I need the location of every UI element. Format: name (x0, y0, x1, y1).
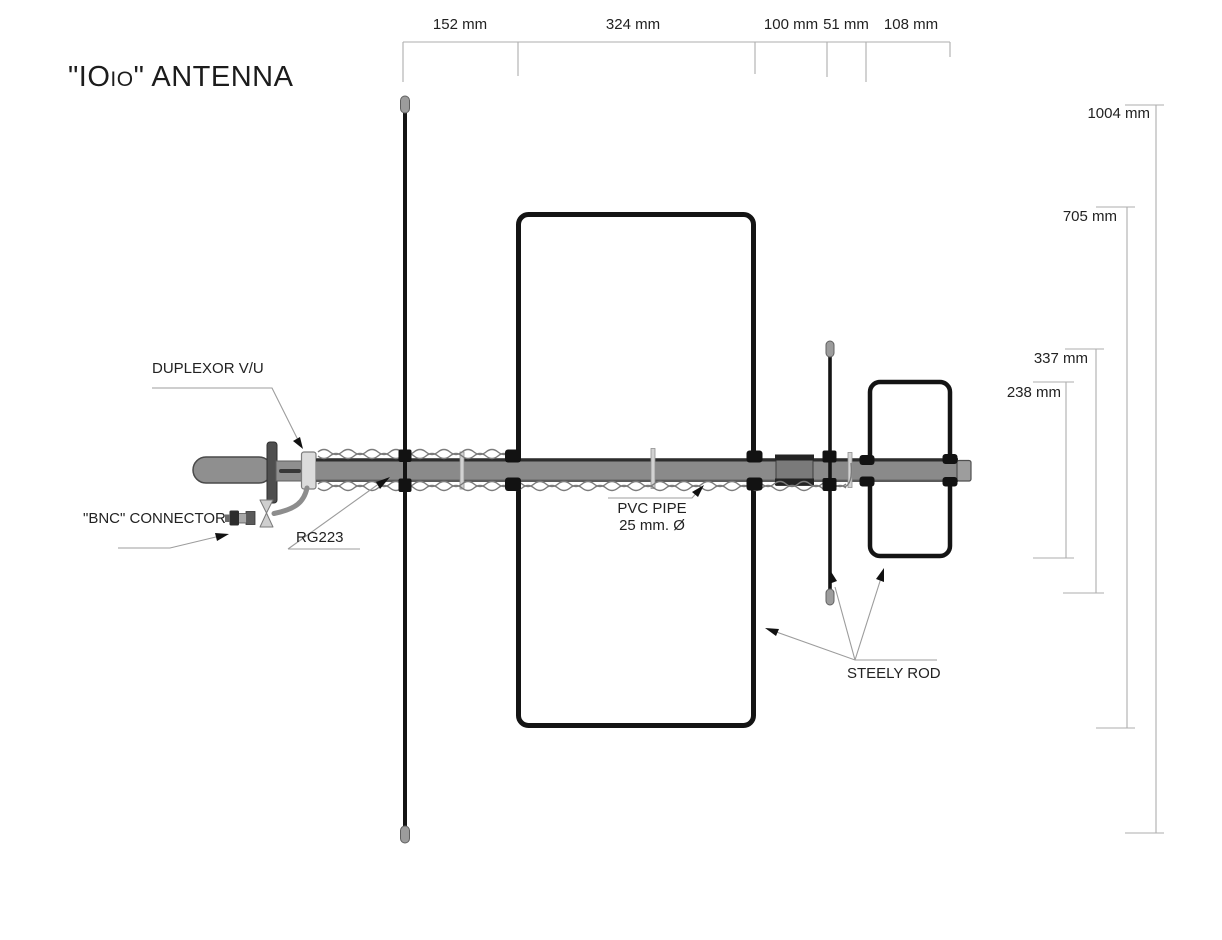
rod-tip-cap (400, 825, 410, 844)
boom-clamps (398, 449, 958, 492)
duplexer-block (300, 451, 317, 490)
pvc-pipe-label-line2: 25 mm. Ø (619, 516, 685, 534)
arrowhead-icon (692, 485, 704, 497)
side-dimension-lines (1033, 104, 1164, 834)
arrowhead-icon (829, 570, 837, 584)
dimension-label-705: 705 mm (1062, 208, 1117, 225)
dimension-label-337: 337 mm (1033, 350, 1088, 367)
arrowhead-icon (215, 533, 229, 541)
boom-assembly (192, 441, 972, 504)
reflector-rod (400, 95, 410, 844)
dimension-label-152: 152 mm (432, 16, 488, 33)
clamp (822, 450, 837, 463)
clamp (822, 478, 837, 491)
short-rod (825, 340, 835, 606)
title-part-small: IO (110, 68, 134, 91)
clamp (746, 450, 763, 463)
clamp (505, 449, 521, 463)
clamp (859, 476, 875, 487)
steely-rod-leaders (767, 574, 937, 661)
rod-tip-cap (825, 588, 835, 606)
clamp (942, 454, 958, 464)
clamp (859, 455, 875, 465)
arrowhead-icon (376, 477, 390, 489)
bnc-connector (225, 510, 256, 526)
duplexor-leader (152, 387, 300, 443)
rg223-leader (287, 482, 381, 550)
dimension-label-51: 51 mm (823, 16, 869, 33)
rod-tip-cap (400, 95, 410, 114)
dimension-label-100: 100 mm (763, 16, 819, 33)
clamp (398, 478, 412, 492)
coax-feed-rise (843, 462, 853, 488)
rod-tip-cap (825, 340, 835, 358)
arrowhead-icon (293, 437, 303, 449)
cable-wing-clamp (259, 499, 274, 528)
pvc-pipe-label: PVC PIPE 25 mm. Ø (617, 500, 687, 534)
top-dimension-lines (402, 41, 951, 82)
cable-tie (650, 448, 656, 489)
pvc-pipe-label-line1: PVC PIPE (617, 500, 687, 517)
dimension-label-108: 108 mm (883, 16, 939, 33)
boom-left-capsule (192, 456, 273, 484)
clamp (746, 477, 763, 491)
dimension-label-1004: 1004 mm (1087, 105, 1150, 122)
rg223-label: RG223 (296, 529, 344, 546)
title-part: "IO (68, 61, 111, 93)
dimension-label-238: 238 mm (1006, 384, 1061, 401)
sleeve-coupler (775, 454, 814, 486)
steely-rod-label: STEELY ROD (847, 665, 941, 682)
dimension-label-324: 324 mm (605, 16, 661, 33)
diagram-title: "IOIO" ANTENNA (68, 61, 294, 94)
bnc-connector-label: "BNC" CONNECTOR (83, 510, 226, 527)
leader-arrowheads (215, 437, 884, 636)
boom-end-cap (956, 459, 972, 482)
bnc-leader (118, 535, 221, 549)
bnc-pigtail-cable (271, 485, 310, 516)
arrowhead-icon (765, 628, 779, 636)
clamp (942, 477, 958, 487)
title-part: " ANTENNA (133, 61, 294, 93)
leader-lines (118, 387, 937, 661)
clamp (505, 477, 521, 491)
duplexor-label: DUPLEXOR V/U (152, 360, 264, 377)
clamp (398, 449, 412, 462)
arrowhead-icon (876, 568, 884, 582)
cable-ties (459, 448, 853, 490)
